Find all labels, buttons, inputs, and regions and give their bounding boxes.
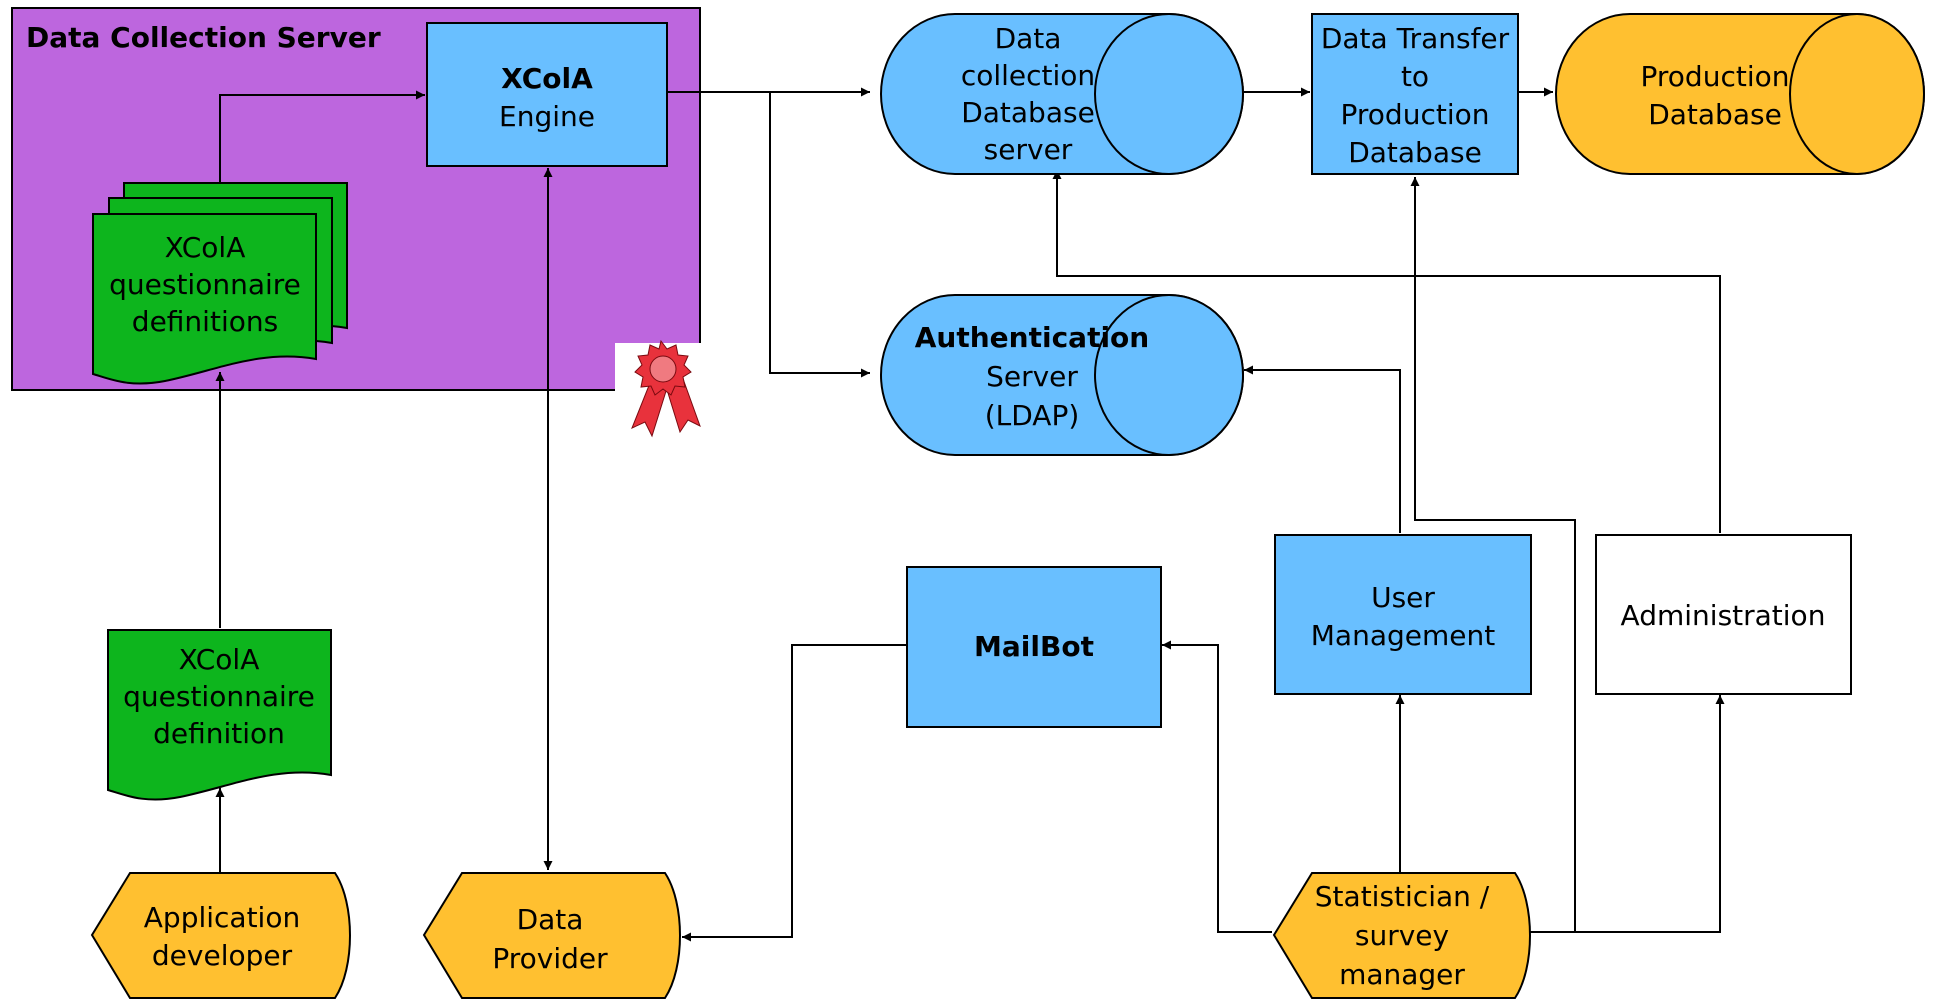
provider-line-1: Data [517, 903, 584, 936]
questionnaire-definitions-stack: XColA questionnaire definitions [92, 182, 348, 385]
data-transfer: Data Transfer to Production Database [1311, 13, 1519, 175]
usermgmt-line-1: User [1371, 581, 1435, 614]
stack-line-3: definitions [132, 305, 278, 338]
proddb-line-1: Production [1641, 60, 1790, 93]
dcdb-line-4: server [984, 133, 1073, 166]
provider-shape [422, 872, 681, 999]
transfer-box [1311, 13, 1519, 175]
stack-page-front [92, 213, 317, 385]
dcdb-line-1: Data [995, 22, 1062, 55]
definition-line-2: questionnaire [123, 680, 315, 713]
engine-subtitle: Engine [499, 100, 595, 133]
admin-label: Administration [1621, 599, 1826, 632]
statistician-line-2: survey [1355, 919, 1449, 952]
authentication-server: Authentication Server (LDAP) [880, 294, 1244, 456]
auth-cap [1094, 294, 1244, 456]
actor-application-developer: Application developer [90, 872, 351, 999]
provider-line-2: Provider [492, 942, 608, 975]
award-ribbon-icon [615, 339, 705, 439]
usermgmt-box [1274, 534, 1532, 695]
proddb-cap [1789, 13, 1925, 175]
actor-data-provider: Data Provider [422, 872, 681, 999]
auth-line-2: (LDAP) [985, 399, 1080, 432]
stack-line-1: XColA [165, 231, 246, 264]
definition-line-3: definition [153, 717, 285, 750]
definition-line-1: XColA [179, 643, 260, 676]
statistician-line-3: manager [1339, 958, 1465, 991]
xcola-engine: XColA Engine [426, 22, 668, 167]
production-database: Production Database [1555, 13, 1925, 175]
statistician-line-1: Statistician / [1315, 880, 1490, 913]
admin-box [1595, 534, 1852, 695]
arrow-statistician-to-mailbot [1162, 640, 1272, 933]
mailbot-label: MailBot [974, 630, 1094, 663]
administration: Administration [1595, 534, 1852, 695]
transfer-line-3: Production [1341, 98, 1490, 131]
arrow-admin-to-dcdb [1052, 170, 1721, 533]
auth-title: Authentication [915, 321, 1149, 354]
arrow-statistician-to-admin [1530, 695, 1725, 933]
actor-statistician: Statistician / survey manager [1272, 872, 1531, 999]
mailbot: MailBot [906, 566, 1162, 728]
transfer-line-2: to [1401, 60, 1429, 93]
usermgmt-line-2: Management [1311, 619, 1495, 652]
user-management: User Management [1274, 534, 1532, 695]
arrow-mailbot-to-provider [682, 644, 907, 942]
stack-line-2: questionnaire [109, 268, 301, 301]
app-dev-line-2: developer [152, 939, 293, 972]
engine-box [426, 22, 668, 167]
arrow-usermgmt-to-auth [1244, 365, 1401, 533]
app-dev-shape [90, 872, 351, 999]
definition-page [107, 629, 332, 801]
data-collection-database: Data collection Database server [880, 13, 1244, 175]
statistician-shape [1272, 872, 1531, 999]
mailbot-box [906, 566, 1162, 728]
transfer-line-1: Data Transfer [1321, 22, 1510, 55]
engine-title: XColA [501, 62, 593, 95]
transfer-line-4: Database [1348, 136, 1482, 169]
server-title: Data Collection Server [26, 21, 381, 54]
dcdb-line-3: Database [961, 96, 1095, 129]
dcdb-cap [1094, 13, 1244, 175]
dcdb-line-2: collection [961, 59, 1095, 92]
proddb-line-2: Database [1648, 98, 1782, 131]
arrow-definitions-to-engine [219, 90, 425, 183]
auth-line-1: Server [986, 360, 1078, 393]
app-dev-line-1: Application [144, 901, 300, 934]
questionnaire-definition: XColA questionnaire definition [107, 629, 332, 801]
connectors [215, 87, 1725, 942]
arrow-engine-to-auth [668, 91, 870, 378]
ribbon-center [649, 355, 677, 383]
